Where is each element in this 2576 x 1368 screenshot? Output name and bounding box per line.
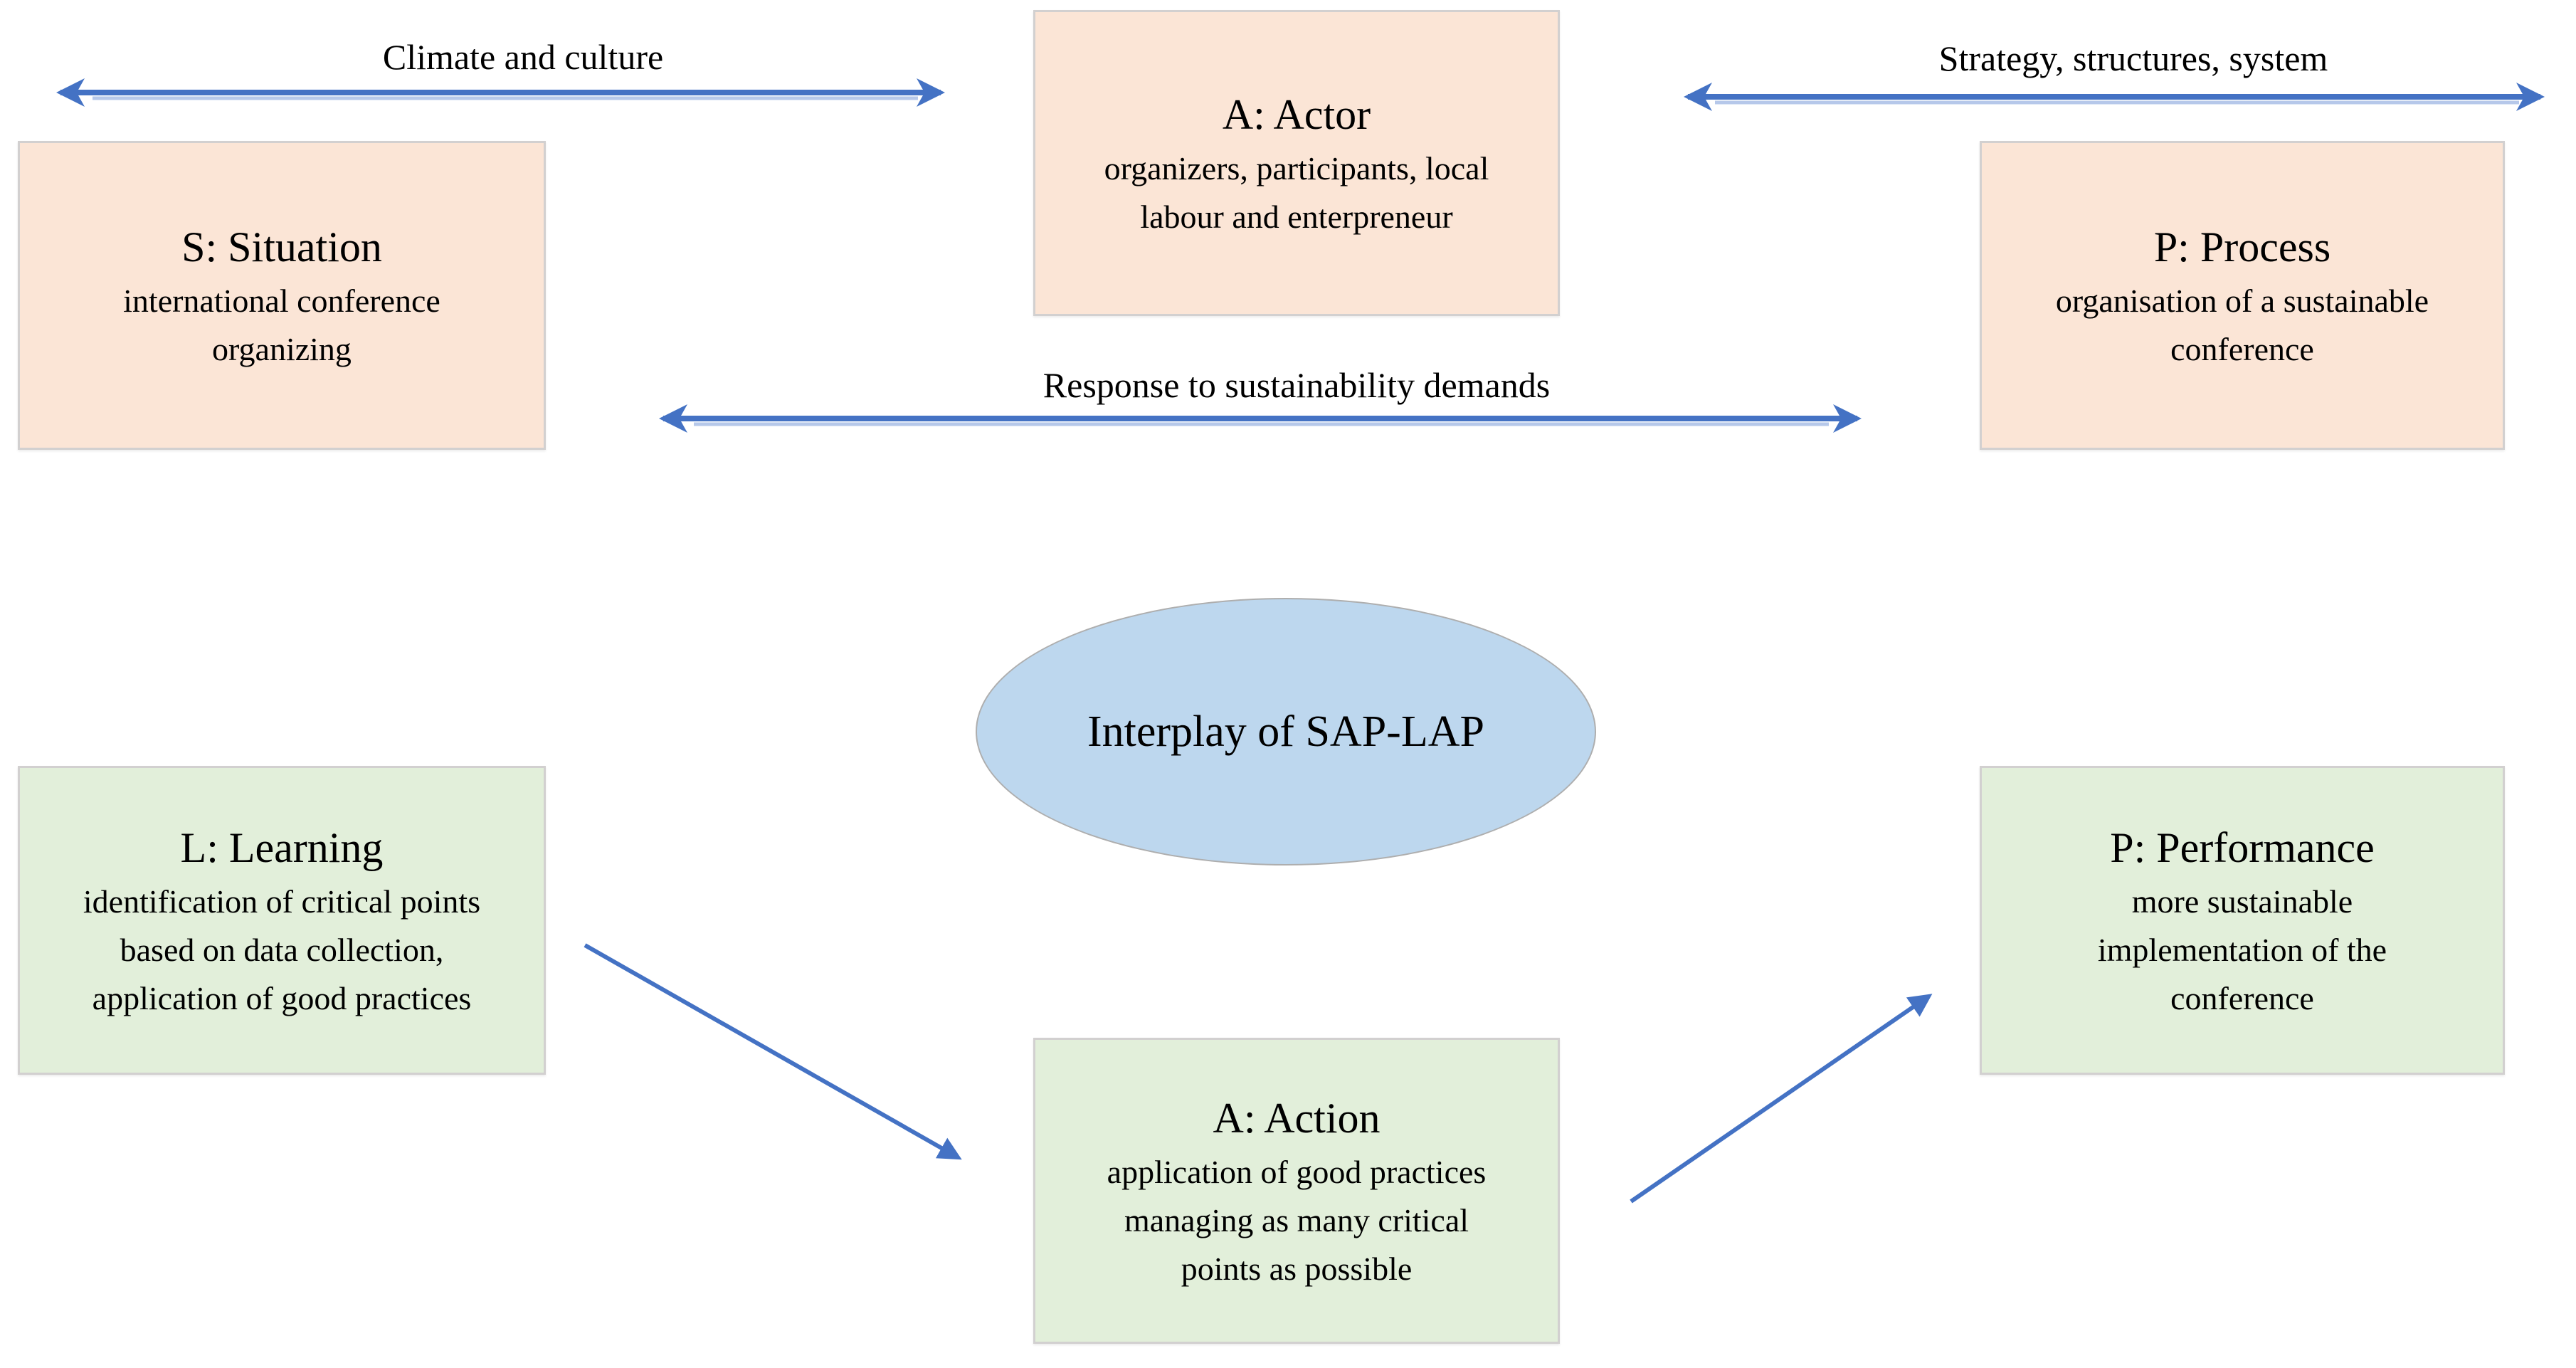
performance-box: P: Performance more sustainable implemen… xyxy=(1980,766,2505,1075)
learning-box-line: identification of critical points xyxy=(83,883,481,920)
action-to-performance-arrow xyxy=(1630,994,1933,1204)
performance-box-title: P: Performance xyxy=(2110,824,2375,871)
response-sustainability-label: Response to sustainability demands xyxy=(1042,365,1551,405)
action-box-line: points as possible xyxy=(1181,1251,1413,1287)
actor-box-line: labour and enterpreneur xyxy=(1140,199,1453,235)
actor-box: A: Actor organizers, participants, local… xyxy=(1033,10,1560,316)
situation-box-line: international conference xyxy=(123,283,440,319)
process-box-line: organisation of a sustainable xyxy=(2055,283,2429,319)
action-box-line: managing as many critical xyxy=(1124,1202,1469,1238)
actor-box-line: organizers, participants, local xyxy=(1104,150,1489,186)
climate-culture-label: Climate and culture xyxy=(382,37,664,77)
interplay-ellipse-label: Interplay of SAP-LAP xyxy=(1087,707,1484,756)
process-box-line: conference xyxy=(2170,331,2314,367)
interplay-ellipse: Interplay of SAP-LAP xyxy=(976,598,1596,865)
learning-box-line: application of good practices xyxy=(92,980,472,1016)
learning-box-line: based on data collection, xyxy=(120,932,444,968)
strategy-structures-label: Strategy, structures, system xyxy=(1938,38,2328,78)
action-box: A: Action application of good practices … xyxy=(1033,1038,1560,1344)
learning-to-action-arrow xyxy=(584,943,962,1160)
situation-box-title: S: Situation xyxy=(181,223,382,270)
performance-box-line: implementation of the xyxy=(2097,932,2387,968)
situation-box: S: Situation international conference or… xyxy=(18,141,546,450)
learning-box: L: Learning identification of critical p… xyxy=(18,766,546,1075)
action-box-line: application of good practices xyxy=(1107,1154,1487,1190)
performance-box-line: conference xyxy=(2170,980,2314,1016)
action-box-title: A: Action xyxy=(1213,1095,1381,1142)
performance-box-line: more sustainable xyxy=(2131,883,2353,920)
process-box: P: Process organisation of a sustainable… xyxy=(1980,141,2505,450)
situation-box-line: organizing xyxy=(212,331,352,367)
process-box-title: P: Process xyxy=(2153,223,2331,270)
actor-box-title: A: Actor xyxy=(1222,91,1371,138)
learning-box-title: L: Learning xyxy=(180,824,384,871)
